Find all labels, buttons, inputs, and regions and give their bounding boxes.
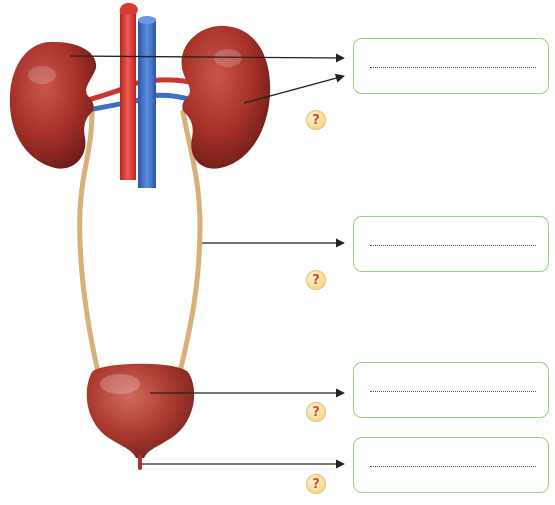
label-box-urethra[interactable]	[353, 437, 549, 493]
label-box-kidney[interactable]	[353, 38, 549, 94]
hint-question-icon[interactable]: ?	[306, 474, 326, 494]
label-box-ureter[interactable]	[353, 216, 549, 272]
answer-line-ureter[interactable]	[370, 245, 536, 246]
hint-question-icon[interactable]: ?	[306, 110, 326, 130]
aorta	[120, 10, 136, 180]
left-renal-artery	[88, 88, 125, 100]
label-box-bladder[interactable]	[353, 362, 549, 418]
right-kidney-highlight	[214, 49, 242, 67]
vena-cava	[138, 20, 156, 188]
right-kidney	[182, 26, 271, 169]
hint-question-icon[interactable]: ?	[306, 402, 326, 422]
left-kidney-highlight	[28, 66, 56, 84]
bladder-highlight	[100, 374, 140, 394]
answer-line-bladder[interactable]	[370, 391, 536, 392]
vena-cava-top	[138, 16, 156, 24]
answer-line-kidney[interactable]	[370, 67, 536, 68]
bladder	[87, 364, 194, 458]
left-kidney	[10, 42, 96, 169]
aorta-arch	[120, 3, 138, 14]
answer-line-urethra[interactable]	[370, 466, 536, 467]
hint-question-icon[interactable]: ?	[306, 270, 326, 290]
